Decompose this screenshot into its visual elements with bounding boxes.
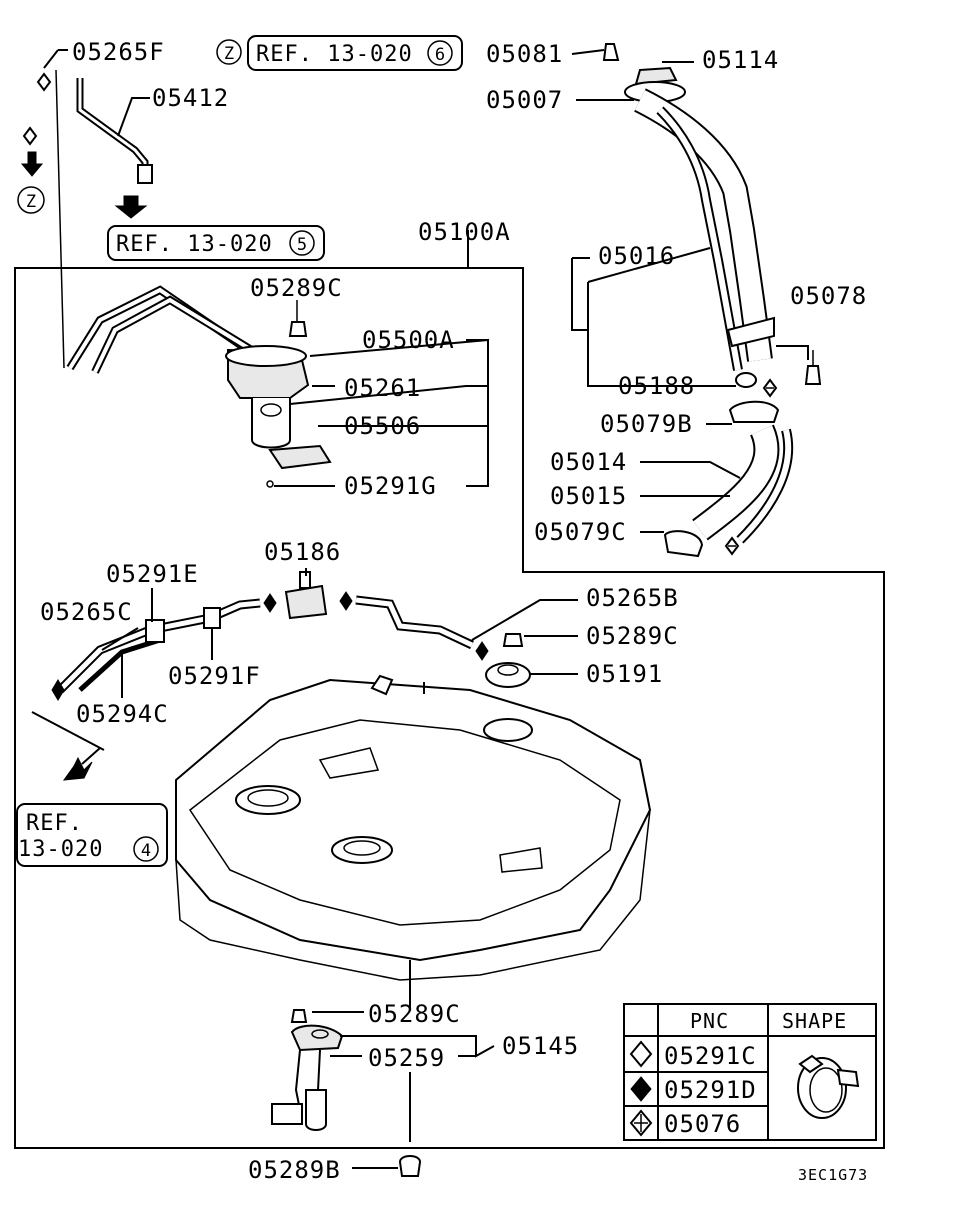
part-label-05079C[interactable]: 05079C	[534, 518, 627, 546]
legend-header-pnc: PNC	[690, 1009, 729, 1033]
part-label-05291G[interactable]: 05291G	[344, 472, 437, 500]
ref-box-5[interactable]	[107, 225, 325, 261]
ref6-number: 6	[435, 45, 445, 65]
part-label-05015[interactable]: 05015	[550, 482, 627, 510]
part-label-05191[interactable]: 05191	[586, 660, 663, 688]
ref4-line2: 13-020	[18, 837, 103, 862]
fuel-lines-filter-drawing	[51, 571, 531, 701]
ref4-number: 4	[141, 841, 151, 861]
part-label-05506[interactable]: 05506	[344, 412, 421, 440]
part-label-05014[interactable]: 05014	[550, 448, 627, 476]
assembly-boundary	[14, 267, 885, 1149]
symbol-legend-table: PNC SHAPE 05291C 05291D 05076	[623, 1003, 877, 1141]
fuel-tank-body-drawing	[175, 674, 652, 1010]
part-label-05291F[interactable]: 05291F	[168, 662, 261, 690]
ref6-text: REF. 13-020	[256, 42, 413, 67]
part-label-05291E[interactable]: 05291E	[106, 560, 199, 588]
part-label-05294C[interactable]: 05294C	[76, 700, 169, 728]
part-label-05081[interactable]: 05081	[486, 40, 563, 68]
ref-box-6[interactable]	[247, 35, 463, 71]
ref5-number: 5	[297, 235, 307, 255]
part-label-05261[interactable]: 05261	[344, 374, 421, 402]
part-label-05188[interactable]: 05188	[618, 372, 695, 400]
part-label-05145[interactable]: 05145	[502, 1032, 579, 1060]
part-label-05259[interactable]: 05259	[368, 1044, 445, 1072]
crossed-diamond-icon	[629, 1109, 653, 1137]
part-label-05289C-top[interactable]: 05289C	[250, 274, 343, 302]
outline-diamond-icon	[629, 1040, 653, 1068]
diagram-code: 3EC1G73	[798, 1166, 868, 1184]
part-label-05265B[interactable]: 05265B	[586, 584, 679, 612]
part-label-05079B[interactable]: 05079B	[600, 410, 693, 438]
part-label-05412[interactable]: 05412	[152, 84, 229, 112]
part-label-05289C-mid[interactable]: 05289C	[586, 622, 679, 650]
part-label-05500A[interactable]: 05500A	[362, 326, 455, 354]
filled-diamond-icon	[630, 1076, 652, 1102]
z-marker-lower: Z	[26, 192, 36, 212]
part-label-05265F[interactable]: 05265F	[72, 38, 165, 66]
vent-hose-05265F-drawing: Z	[15, 49, 68, 369]
part-label-05100A[interactable]: 05100A	[418, 218, 511, 246]
legend-header-shape: SHAPE	[782, 1009, 847, 1033]
part-label-05078[interactable]: 05078	[790, 282, 867, 310]
legend-pnc-3: 05076	[664, 1110, 741, 1138]
ref5-text: REF. 13-020	[116, 232, 273, 257]
part-label-05289C-bottom[interactable]: 05289C	[368, 1000, 461, 1028]
ref4-line1: REF.	[26, 811, 83, 836]
part-label-05186[interactable]: 05186	[264, 538, 341, 566]
z-marker-top: Z	[224, 44, 234, 64]
part-label-05114[interactable]: 05114	[702, 46, 779, 74]
hose-clamp-shape-icon	[797, 1054, 860, 1119]
filler-neck-drawing	[602, 43, 822, 558]
pipe-05412-drawing	[76, 78, 153, 219]
ref-box-4[interactable]	[16, 803, 168, 867]
part-label-05016[interactable]: 05016	[598, 242, 675, 270]
part-label-05289B[interactable]: 05289B	[248, 1156, 341, 1184]
legend-pnc-1: 05291C	[664, 1042, 757, 1070]
fuel-gauge-sender-drawing	[271, 1009, 422, 1177]
legend-pnc-2: 05291D	[664, 1076, 757, 1104]
part-label-05007[interactable]: 05007	[486, 86, 563, 114]
fuel-pump-assembly-drawing	[66, 285, 332, 488]
part-label-05265C[interactable]: 05265C	[40, 598, 133, 626]
